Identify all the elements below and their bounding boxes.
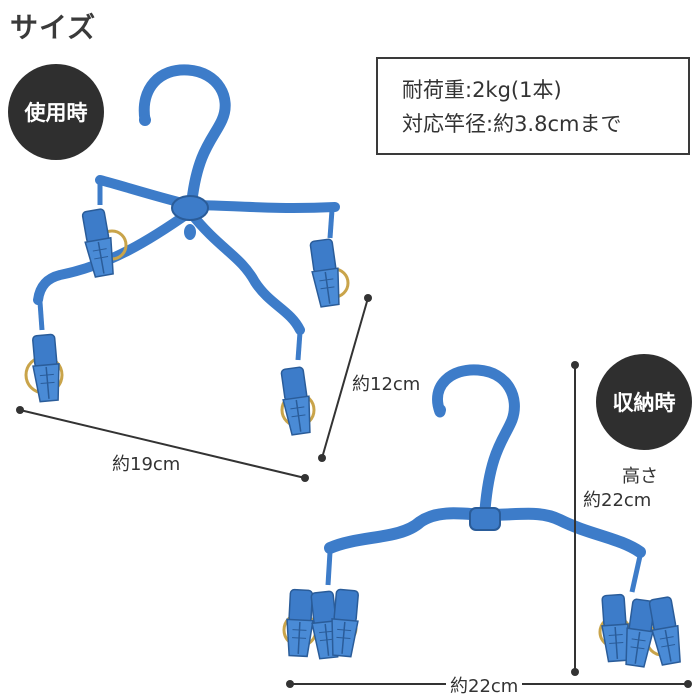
dimension-lines-open <box>16 294 372 482</box>
spec-load: 耐荷重:2kg(1本) <box>402 78 562 102</box>
dim-width-open: 約19cm <box>112 450 181 476</box>
dim-height-value: 約22cm <box>583 486 652 512</box>
badge-stored: 収納時 <box>596 354 692 450</box>
dim-height-label: 高さ <box>622 466 658 487</box>
dim-depth-open: 約12cm <box>352 370 421 396</box>
page-title: サイズ <box>10 11 97 44</box>
spec-pole: 対応竿径:約3.8cmまで <box>402 112 622 136</box>
hanger-folded-illustration <box>282 364 685 669</box>
spec-box: 耐荷重:2kg(1本) 対応竿径:約3.8cmまで <box>376 57 690 155</box>
dim-width-folded: 約22cm <box>446 672 523 698</box>
badge-in-use: 使用時 <box>8 64 104 160</box>
hanger-open-illustration <box>24 64 350 437</box>
